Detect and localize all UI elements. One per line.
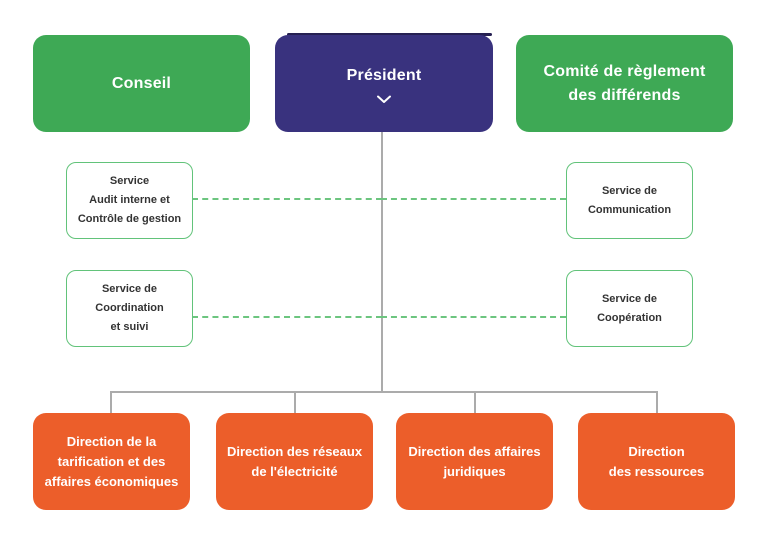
node-president[interactable]: Président xyxy=(275,35,493,132)
service-audit-line2: Audit interne et xyxy=(89,194,170,206)
chevron-down-icon[interactable] xyxy=(376,95,392,104)
service-audit-line1: Service xyxy=(109,175,150,187)
node-service-audit: Service Audit interne et Contrôle de ges… xyxy=(66,162,193,239)
service-communication-line1: Service de xyxy=(601,184,658,197)
node-direction-juridiques: Direction des affaires juridiques xyxy=(396,413,553,510)
node-comite-line1: Comité de règlement xyxy=(543,62,706,80)
direction-tarification-line1: Direction de la xyxy=(66,433,157,449)
node-direction-ressources: Direction des ressources xyxy=(578,413,735,510)
direction-tarification-line3: affaires économiques xyxy=(44,473,179,489)
node-direction-tarification: Direction de la tarification et des affa… xyxy=(33,413,190,510)
direction-stub-tarification xyxy=(110,391,112,414)
node-conseil: Conseil xyxy=(33,35,250,132)
service-cooperation-line1: Service de xyxy=(601,292,658,305)
service-communication-line2: Communication xyxy=(587,203,672,216)
service-audit-line3: Contrôle de gestion xyxy=(77,213,182,225)
direction-tarification-line2: tarification et des xyxy=(57,453,166,469)
president-top-accent xyxy=(287,33,492,36)
direction-stub-juridiques xyxy=(474,391,476,414)
direction-ressources-line1: Direction xyxy=(628,443,685,459)
service-cooperation-line2: Coopération xyxy=(597,311,662,324)
direction-juridiques-line1: Direction des affaires xyxy=(408,443,541,459)
node-comite: Comité de règlement des différends xyxy=(516,35,733,132)
dashed-connector-cooperation xyxy=(381,316,566,318)
node-service-coordination: Service de Coordination et suivi xyxy=(66,270,193,347)
direction-reseaux-line2: de l'électricité xyxy=(251,463,338,479)
direction-ressources-line2: des ressources xyxy=(608,463,705,479)
node-service-communication: Service de Communication xyxy=(566,162,693,239)
service-coordination-line2: Coordination xyxy=(95,302,164,314)
node-service-cooperation: Service de Coopération xyxy=(566,270,693,347)
service-coordination-line3: et suivi xyxy=(110,321,149,333)
direction-reseaux-line1: Direction des réseaux xyxy=(226,443,363,459)
node-president-label: Président xyxy=(346,66,422,84)
direction-stub-reseaux xyxy=(294,391,296,414)
directions-rail-line xyxy=(110,391,658,393)
node-direction-reseaux: Direction des réseaux de l'électricité xyxy=(216,413,373,510)
president-spine-line xyxy=(381,131,383,392)
dashed-connector-coordination xyxy=(192,316,382,318)
dashed-connector-audit xyxy=(192,198,382,200)
service-coordination-line1: Service de xyxy=(101,283,158,295)
dashed-connector-communication xyxy=(381,198,566,200)
node-comite-line2: des différends xyxy=(568,86,681,104)
direction-stub-ressources xyxy=(656,391,658,414)
direction-juridiques-line2: juridiques xyxy=(443,463,506,479)
node-conseil-label: Conseil xyxy=(111,74,172,92)
